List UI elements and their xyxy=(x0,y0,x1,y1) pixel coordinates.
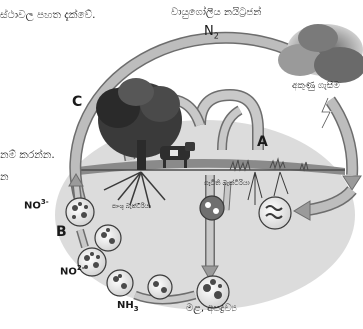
partial-text: න xyxy=(0,172,9,183)
nitrate-charge: 3- xyxy=(41,198,49,206)
nitrite-charge: 2- xyxy=(77,264,85,272)
nitrate-symbol: NO xyxy=(24,200,41,211)
n2-subscript: 2 xyxy=(214,32,219,41)
intro-text-partial: ස්ථාවල පහත දැක්වේ. xyxy=(0,10,95,21)
nitrite-symbol: NO xyxy=(60,266,77,277)
n2-label: N2 xyxy=(204,25,219,41)
ammonia-subscript: 3 xyxy=(134,305,139,313)
decay-label: මළ, අපද්‍රව්‍ය xyxy=(186,304,237,314)
nodule-bacteria-label: ගැටිති බැක්ටීරියා xyxy=(204,180,250,187)
name-prompt-text: නම් කරන්න. xyxy=(0,150,55,161)
label-b: B xyxy=(56,224,67,240)
soil-bacteria-label: පාංශු බැක්ටීරියා xyxy=(112,204,151,210)
nitrite-label: NO2- xyxy=(60,264,85,277)
atmospheric-nitrogen-label: වායුගෝලීය නයිට්‍රජන් xyxy=(171,8,261,18)
label-a: A xyxy=(257,134,268,150)
n2-symbol: N xyxy=(204,24,214,39)
ammonia-label: NH3 xyxy=(117,300,139,313)
storm-cloud-icon xyxy=(278,24,363,83)
nitrate-label: NO3- xyxy=(24,198,49,211)
ammonia-symbol: NH xyxy=(117,300,134,311)
lightning-label: අකුණු ගැසීම xyxy=(292,82,340,91)
label-c: C xyxy=(72,94,82,110)
